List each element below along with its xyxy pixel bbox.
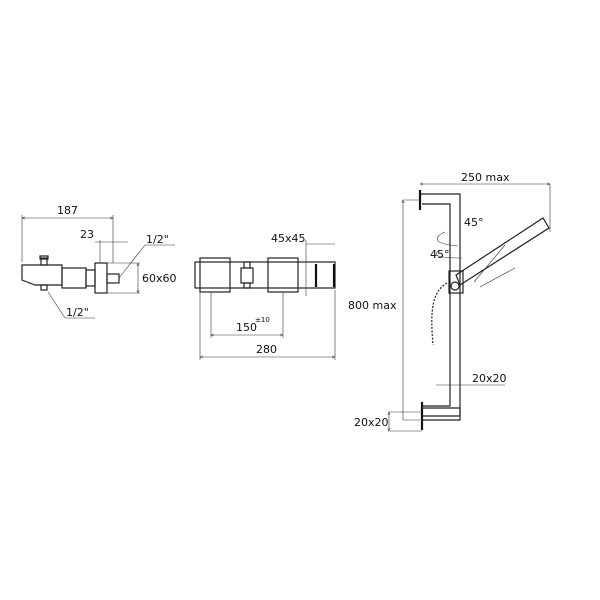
offset-dimension: 23 <box>80 228 94 241</box>
rail-width-dimension: 250 max <box>461 171 510 184</box>
width-dimension: 187 <box>57 204 78 217</box>
outlet-dimension: 1/2" <box>66 306 89 319</box>
outlet-nut <box>40 284 48 291</box>
inlet-dimension: 1/2" <box>146 233 169 246</box>
rail-height-dimension: 800 max <box>348 299 397 312</box>
angle-top: 45° <box>464 216 484 229</box>
slider-holder <box>448 270 464 294</box>
body-dimension: 60x60 <box>142 272 177 285</box>
rail-section-dimension: 20x20 <box>472 372 507 385</box>
center-valve <box>240 267 254 284</box>
bracket-section-dimension: 20x20 <box>354 416 389 429</box>
section-dimension: 45x45 <box>271 232 306 245</box>
hand-shower <box>455 217 550 286</box>
rotation-arrow-bottom <box>436 249 463 259</box>
wall-flange <box>94 262 108 294</box>
spacing-dimension: 150 <box>236 321 257 334</box>
rail-inner <box>422 203 451 407</box>
left-bracket <box>199 257 231 293</box>
hex-nut <box>85 269 96 287</box>
mixer-body <box>194 261 336 289</box>
side-view: 187 23 1/2" 60x60 1/2" <box>21 204 177 319</box>
angle-bottom: 45° <box>430 248 450 261</box>
inlet-pipe <box>106 273 120 284</box>
right-bracket <box>267 257 299 293</box>
spacing-tolerance: ±10 <box>255 316 270 324</box>
diverter-knob <box>40 257 48 266</box>
spout-body <box>21 264 63 286</box>
total-dimension: 280 <box>256 343 277 356</box>
rotation-arrow-top <box>436 231 459 247</box>
rail-outer <box>420 193 461 417</box>
body-cylinder <box>61 267 87 289</box>
shower-hose <box>431 282 448 346</box>
shower-rail-view: 45° 45° 250 max 800 max 20x20 20x20 <box>348 171 550 431</box>
front-view: 45x45 150 ±10 280 <box>194 232 336 360</box>
